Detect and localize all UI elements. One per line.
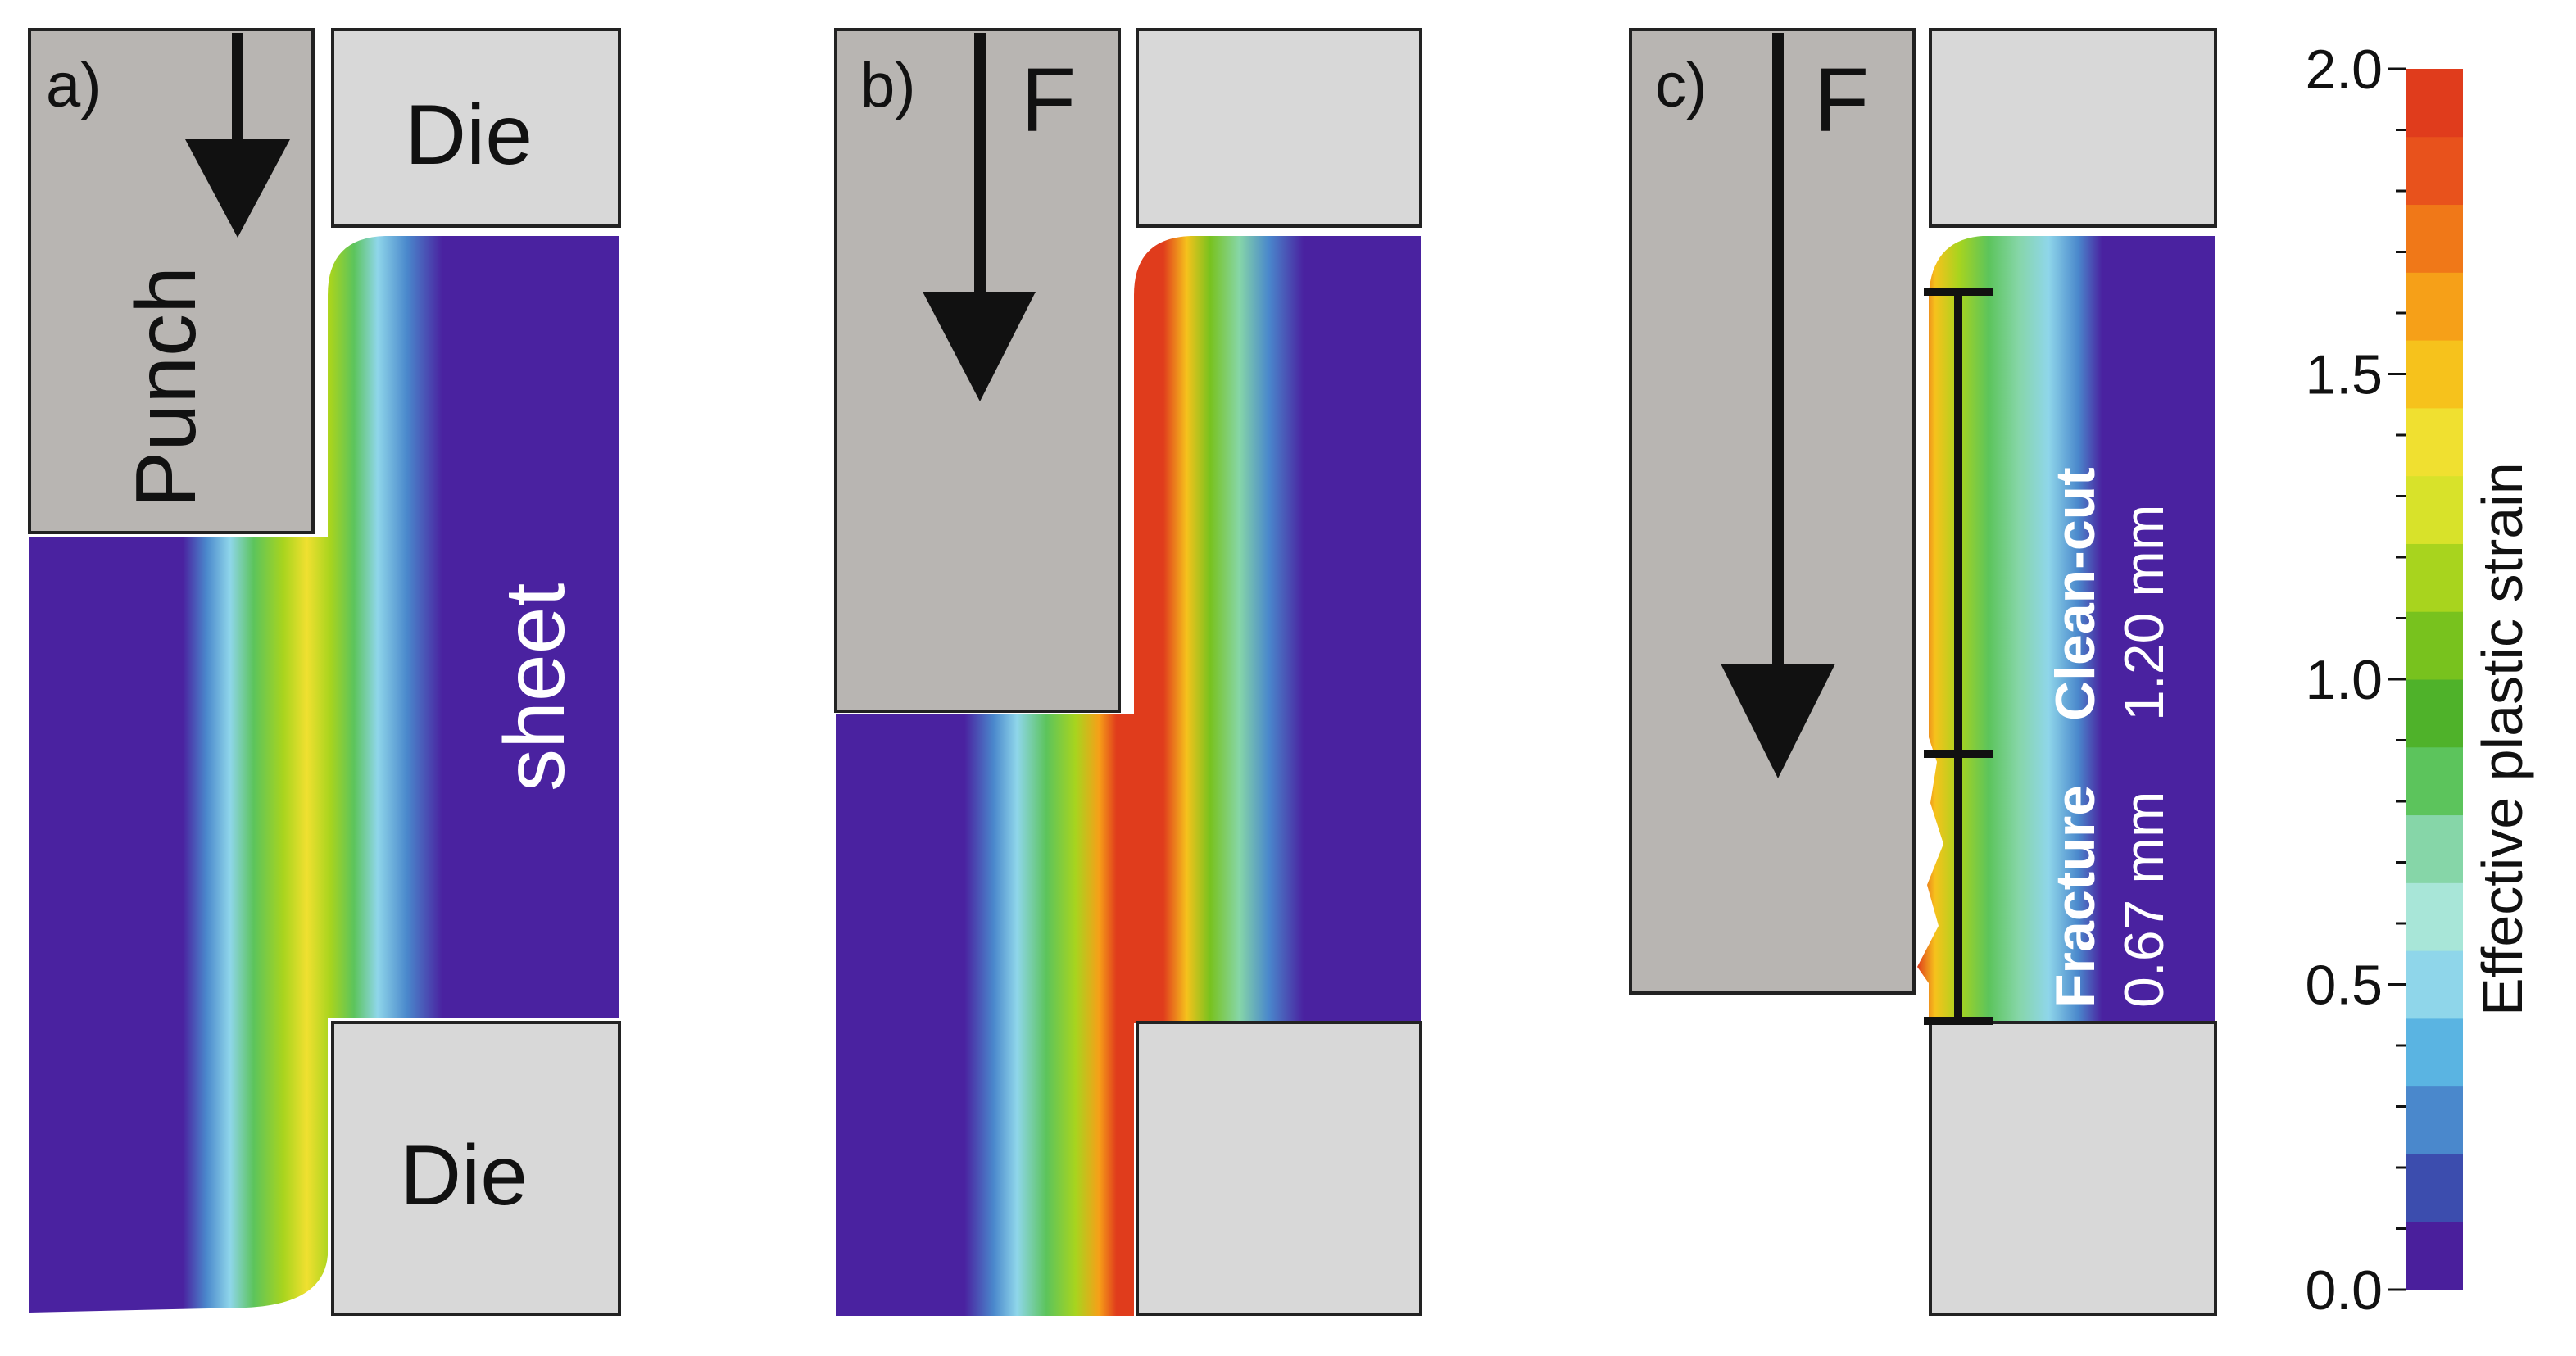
colorbar-tick-label: 0.5 <box>2305 955 2383 1017</box>
panel-b: b) F <box>834 28 1422 1316</box>
force-arrow-b <box>923 33 1036 401</box>
colorbar-segment <box>2406 950 2463 1019</box>
punch-a <box>28 28 315 534</box>
colorbar-segment <box>2406 679 2463 748</box>
colorbar-segment <box>2406 1154 2463 1222</box>
die-bottom-a <box>331 1021 621 1316</box>
colorbar: 0.0 0.5 1.0 1.5 2.0 <box>2305 39 2463 1322</box>
panel-label-c: c) <box>1655 51 1707 120</box>
sheet-b <box>836 236 1421 1316</box>
sheet-label: sheet <box>488 583 583 791</box>
die-top-a <box>331 28 621 228</box>
cleancut-value: 1.20 mm <box>2113 504 2175 721</box>
punch-label: Punch <box>119 266 214 508</box>
colorbar-segment <box>2406 611 2463 680</box>
colorbar-segment <box>2406 543 2463 612</box>
fracture-value: 0.67 mm <box>2113 791 2175 1008</box>
cleancut-label: Clean-cut <box>2044 467 2107 721</box>
panel-label-a: a) <box>46 51 102 120</box>
force-label-b: F <box>1021 50 1076 151</box>
colorbar-tick-label: 1.5 <box>2305 344 2383 406</box>
colorbar-segment <box>2406 340 2463 409</box>
colorbar-segment <box>2406 746 2463 816</box>
die-top-c <box>1929 28 2217 228</box>
colorbar-segment <box>2406 407 2463 477</box>
fracture-label: Fracture <box>2044 785 2107 1008</box>
colorbar-segment <box>2406 475 2463 544</box>
colorbar-tick-label: 1.0 <box>2305 649 2383 711</box>
die-bottom-b <box>1136 1021 1422 1316</box>
die-bottom-label: Die <box>400 1128 528 1223</box>
colorbar-segment <box>2406 1018 2463 1087</box>
force-label-c: F <box>1814 50 1869 151</box>
sheet-a <box>29 236 619 1313</box>
panel-c: c) F Fracture 0.67 mm Clean-cut 1.20 mm <box>1629 28 2217 1316</box>
colorbar-segment <box>2406 69 2463 138</box>
sheet-c <box>1917 236 2215 1021</box>
die-top-b <box>1136 28 1422 228</box>
panel-label-b: b) <box>860 51 916 120</box>
measurement-bar <box>1924 288 1993 1025</box>
force-arrow-a <box>185 33 290 238</box>
die-bottom-c <box>1929 1021 2217 1316</box>
colorbar-segment <box>2406 814 2463 883</box>
die-top-label: Die <box>405 88 533 183</box>
colorbar-tick-label: 2.0 <box>2305 39 2383 101</box>
colorbar-segment <box>2406 272 2463 341</box>
colorbar-segment <box>2406 1222 2463 1290</box>
panel-a: a) Punch Die Die sheet <box>28 28 621 1316</box>
colorbar-segment <box>2406 204 2463 273</box>
colorbar-title: Effective plastic strain <box>2470 462 2534 1016</box>
colorbar-segment <box>2406 882 2463 951</box>
colorbar-segment <box>2406 1086 2463 1154</box>
colorbar-tick-label: 0.0 <box>2305 1259 2383 1322</box>
colorbar-segment <box>2406 136 2463 206</box>
force-arrow-c <box>1721 33 1835 778</box>
